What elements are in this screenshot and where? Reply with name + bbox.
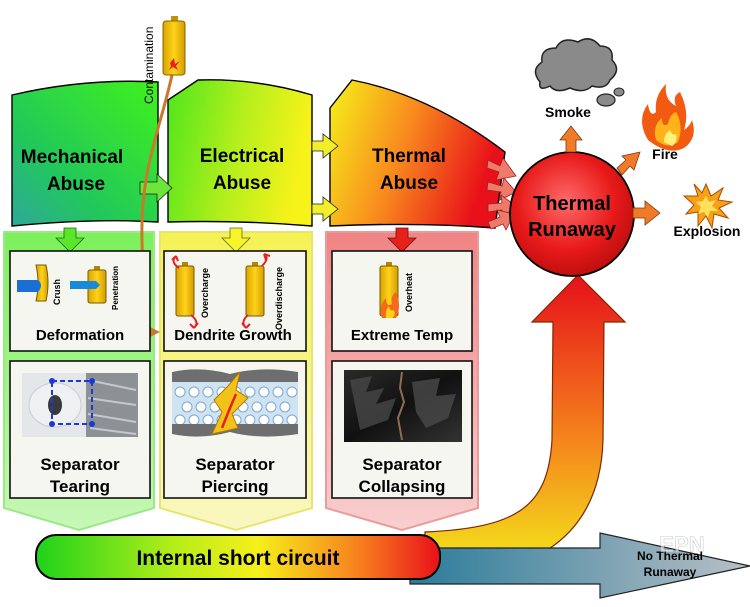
overcharge-label: Overcharge xyxy=(200,268,210,318)
electrical-abuse-label-1: Electrical xyxy=(200,146,285,167)
arrow-to-explosion xyxy=(632,200,661,226)
explosion-label: Explosion xyxy=(674,223,741,239)
mechanical-abuse-label-2: Abuse xyxy=(47,174,105,195)
piercing-label-2: Piercing xyxy=(201,477,268,496)
penetration-icon xyxy=(70,266,107,304)
thermal-abuse-label-1: Thermal xyxy=(372,146,446,167)
thermal-runaway-label-1: Thermal xyxy=(533,193,611,215)
dendrite-label: Dendrite Growth xyxy=(174,327,292,344)
mechanical-abuse-shape xyxy=(11,80,159,227)
arrow-down-mech xyxy=(55,227,85,253)
overcharge-icon xyxy=(171,255,199,329)
overdischarge-label: Overdischarge xyxy=(274,267,284,330)
fire-icon xyxy=(642,84,694,151)
overdischarge-icon xyxy=(241,253,271,329)
thermal-to-runaway-arrows xyxy=(486,157,517,231)
tearing-label-2: Tearing xyxy=(50,477,110,496)
arrow-elec-to-therm-1 xyxy=(311,133,339,159)
electrical-abuse-shape xyxy=(167,79,313,227)
collapsing-photo xyxy=(344,370,462,442)
collapsing-label-2: Collapsing xyxy=(359,477,446,496)
overheat-battery-icon xyxy=(379,262,399,318)
piercing-illustration xyxy=(172,369,298,437)
collapsing-label-1: Separator xyxy=(362,455,442,474)
mechanical-abuse-label-1: Mechanical xyxy=(21,147,123,168)
extreme-temp-label: Extreme Temp xyxy=(351,327,453,344)
explosion-icon xyxy=(682,182,734,230)
arrow-down-therm xyxy=(387,227,417,253)
smoke-label: Smoke xyxy=(545,104,591,120)
no-runaway-arrow xyxy=(409,532,750,599)
thermal-runaway-label-2: Runaway xyxy=(528,219,617,241)
cable-arrowhead xyxy=(150,327,160,337)
electrical-abuse-label-2: Abuse xyxy=(213,173,271,194)
no-runaway-label-2: Runaway xyxy=(644,565,697,579)
extreme-temp-box xyxy=(331,250,473,352)
contamination-label: Contamination xyxy=(142,27,156,104)
tearing-photo xyxy=(22,373,138,437)
arrow-to-fire xyxy=(616,151,641,176)
fire-label: Fire xyxy=(652,146,678,162)
contamination-cable xyxy=(140,74,174,334)
overheat-label: Overheat xyxy=(404,273,414,312)
tearing-label-1: Separator xyxy=(40,455,120,474)
no-runaway-label-1: No Thermal xyxy=(637,549,703,563)
arrow-to-smoke xyxy=(559,125,583,153)
internal-short-circuit-bar xyxy=(35,534,441,580)
thermal-abuse-label-2: Abuse xyxy=(380,173,438,194)
arrow-elec-to-therm-2 xyxy=(311,196,339,222)
thermal-abuse-shape xyxy=(329,79,506,229)
deformation-label: Deformation xyxy=(36,327,124,344)
contamination-battery-icon xyxy=(162,16,186,76)
piercing-label-1: Separator xyxy=(195,455,275,474)
watermark: EPN xyxy=(659,532,704,557)
arrow-down-elec xyxy=(221,227,251,253)
crush-icon xyxy=(17,264,49,302)
deformation-box xyxy=(9,250,151,352)
penetration-label: Penetration xyxy=(111,266,120,310)
crush-label: Crush xyxy=(52,279,62,305)
smoke-icon xyxy=(534,38,625,107)
internal-short-circuit-label: Internal short circuit xyxy=(136,547,339,570)
